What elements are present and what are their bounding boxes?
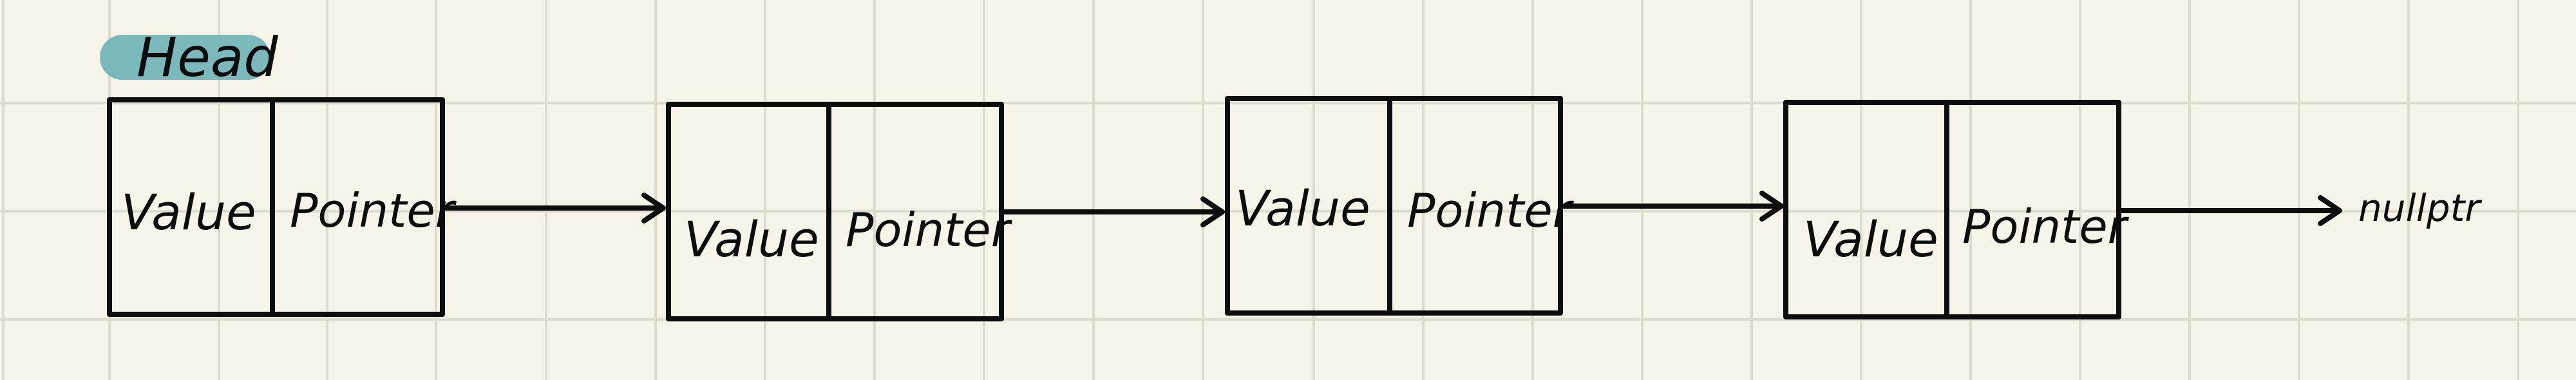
head-highlight: [100, 35, 270, 80]
node-1-pointer-label: Pointer: [290, 184, 457, 238]
node-4-pointer-label: Pointer: [1962, 200, 2130, 254]
head-label: Head: [137, 26, 278, 89]
head-label-group: Head: [100, 26, 278, 89]
arrow-2: [1001, 196, 1225, 227]
arrow-3: [1560, 191, 1784, 222]
node-1-value-label: Value: [121, 184, 256, 241]
nullptr-label: nullptr: [2358, 186, 2482, 230]
node-4-value-label: Value: [1803, 211, 1938, 268]
arrow-4: [2118, 195, 2342, 226]
node-2-pointer-label: Pointer: [846, 203, 1013, 257]
arrow-1: [442, 193, 666, 223]
node-3-pointer-label: Pointer: [1407, 184, 1575, 238]
node-3-value-label: Value: [1235, 180, 1370, 237]
node-2-value-label: Value: [684, 211, 819, 268]
